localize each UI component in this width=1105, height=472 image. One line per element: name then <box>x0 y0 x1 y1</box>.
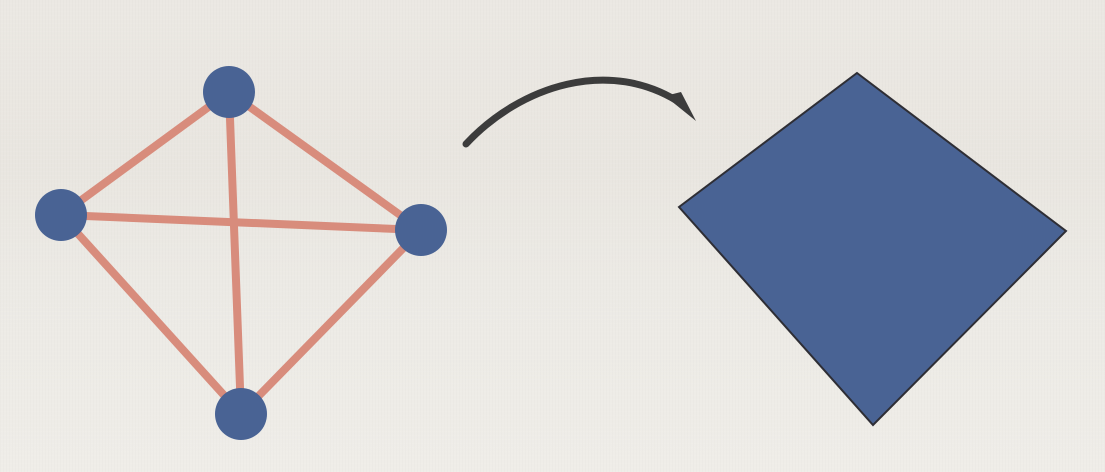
graph-nodes <box>35 66 447 440</box>
arrow-curve <box>462 76 686 148</box>
edge-top-left <box>57 88 233 219</box>
node-top <box>203 66 255 118</box>
graph-edges <box>57 88 425 418</box>
arrow-head-icon <box>665 92 696 121</box>
edge-left-right <box>57 211 425 234</box>
node-right <box>395 204 447 256</box>
edge-left-bottom <box>57 211 245 418</box>
result-quadrilateral <box>677 71 1068 427</box>
node-bottom <box>215 388 267 440</box>
transform-arrow <box>462 76 696 148</box>
edge-top-bottom <box>225 88 245 418</box>
node-left <box>35 189 87 241</box>
edge-top-right <box>225 88 425 234</box>
result-shape <box>677 71 1068 427</box>
edge-right-bottom <box>237 226 425 418</box>
